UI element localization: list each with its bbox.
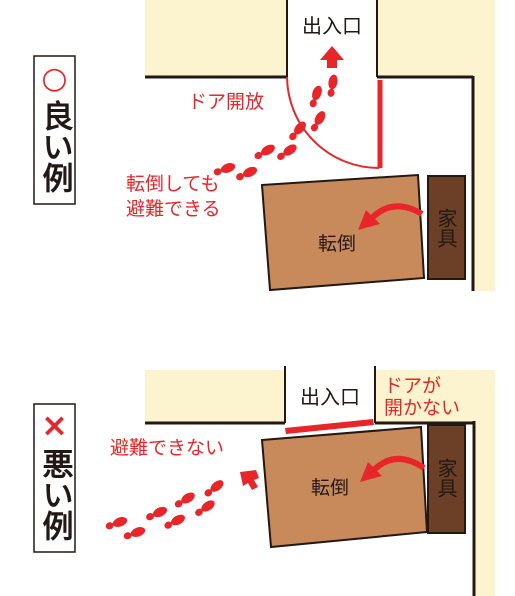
good-exit-arrow: [320, 46, 344, 68]
good-fallen-label: 転倒: [318, 233, 356, 255]
bad-fallen-label: 転倒: [311, 477, 349, 499]
good-mark: ○: [41, 61, 67, 96]
bad-closed-door: [285, 419, 374, 434]
good-door-open-label: ドア開放: [188, 91, 264, 113]
good-standing-furniture: [427, 175, 466, 280]
bad-mark: ×: [41, 406, 68, 444]
bad-entrance-label: 出入口: [300, 385, 360, 409]
bad-floor-right: [474, 420, 495, 596]
good-fallen-furniture: [260, 173, 426, 292]
good-fall-arrow: [367, 203, 424, 223]
bad-title-box: [33, 403, 76, 553]
good-escape-line2: 避難できる: [126, 198, 221, 220]
good-title-box: [33, 55, 76, 205]
good-door-swing-arc: [286, 76, 380, 169]
bad-example: [104, 366, 495, 596]
good-title: 良い例: [37, 99, 74, 194]
good-example: [145, 0, 495, 292]
bad-blocked-arrow: [240, 470, 259, 490]
good-furniture-label: 家具: [434, 208, 458, 248]
bad-standing-furniture: [427, 424, 466, 534]
bad-fall-arrow: [369, 456, 426, 475]
bad-title: 悪い例: [37, 448, 74, 542]
good-escape-line1: 転倒しても: [126, 173, 219, 195]
bad-doorway: [285, 366, 375, 422]
good-floor-right: [473, 76, 495, 291]
bad-footprints: [104, 477, 226, 542]
good-fall-arrow-head: [358, 210, 380, 230]
bad-door-blocked-line1: ドアが: [384, 375, 441, 397]
good-entrance-label: 出入口: [302, 14, 362, 38]
bad-door-blocked-line2: 開かない: [384, 397, 460, 419]
bad-fall-arrow-head: [360, 462, 382, 482]
bad-cannot-escape-label: 避難できない: [110, 437, 224, 459]
bad-furniture-label: 家具: [434, 458, 458, 498]
